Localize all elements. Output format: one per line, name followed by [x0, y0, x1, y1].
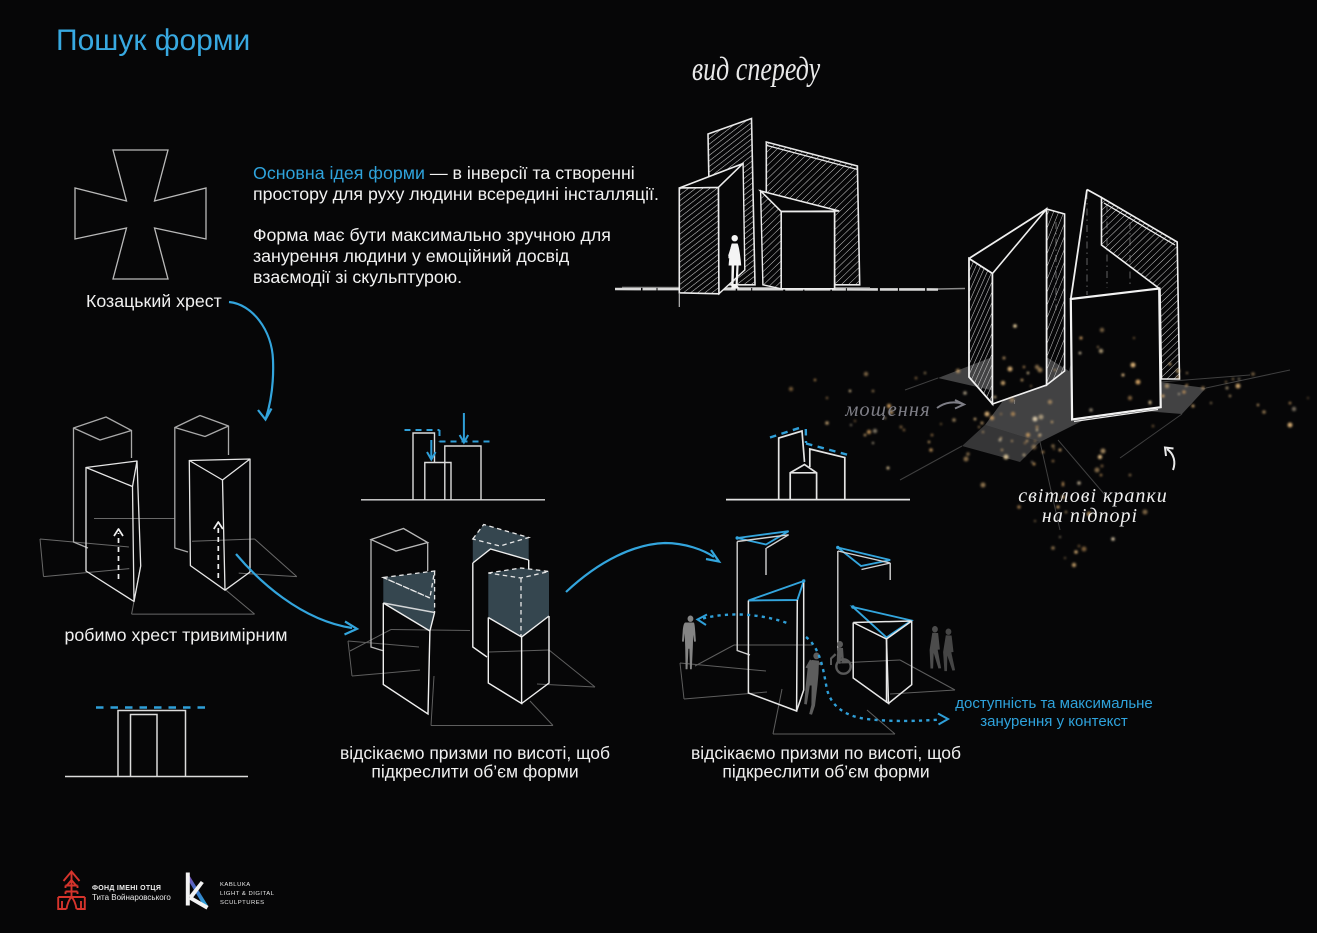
svg-text:занурення у контекст: занурення у контекст [980, 713, 1128, 730]
svg-text:вид спереду: вид спереду [692, 50, 821, 88]
svg-text:LIGHT & DIGITAL: LIGHT & DIGITAL [220, 891, 275, 897]
svg-text:Тита Войнаровського: Тита Войнаровського [92, 893, 171, 902]
svg-text:взаємодії зі скульптурою.: взаємодії зі скульптурою. [253, 267, 462, 287]
svg-text:підкреслити об’єм форми: підкреслити об’єм форми [371, 762, 578, 782]
svg-text:ФОНД ІМЕНІ ОТЦЯ: ФОНД ІМЕНІ ОТЦЯ [92, 885, 161, 892]
svg-text:простору для руху людини всере: простору для руху людини всередині інста… [253, 184, 659, 204]
svg-text:занурення людини у емоційний д: занурення людини у емоційний досвід [253, 246, 570, 266]
svg-text:робимо хрест тривимірним: робимо хрест тривимірним [65, 625, 288, 645]
svg-text:Козацький хрест: Козацький хрест [86, 291, 222, 311]
svg-text:Основна ідея форми — в інверсі: Основна ідея форми — в інверсії та створ… [253, 163, 635, 183]
svg-text:підкреслити об’єм форми: підкреслити об’єм форми [722, 762, 929, 782]
svg-text:відсікаємо призми по висоті, щ: відсікаємо призми по висоті, щоб [691, 743, 961, 763]
svg-text:світлові крапки: світлові крапки [1018, 485, 1167, 507]
svg-text:доступність та максимальне: доступність та максимальне [955, 695, 1153, 712]
svg-text:Форма має бути максимально зру: Форма має бути максимально зручною для [253, 225, 611, 245]
svg-text:відсікаємо призми по висоті, щ: відсікаємо призми по висоті, щоб [340, 743, 610, 763]
svg-text:SCULPTURES: SCULPTURES [220, 900, 265, 906]
svg-text:мощення: мощення [844, 399, 930, 421]
svg-text:Пошук форми: Пошук форми [56, 24, 250, 57]
svg-text:KABLUKA: KABLUKA [220, 882, 251, 888]
svg-text:на підпорі: на підпорі [1042, 505, 1138, 527]
